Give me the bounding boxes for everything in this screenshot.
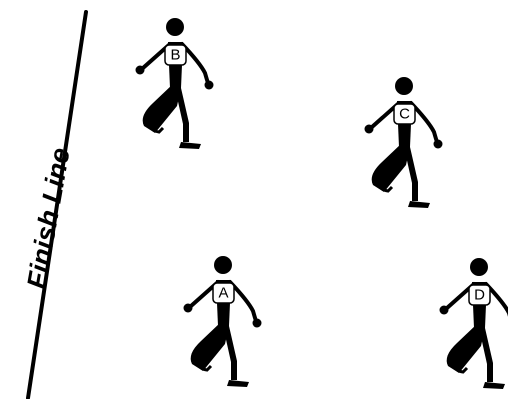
- runner-a-bib-label: A: [218, 285, 228, 302]
- runner-a: A: [184, 256, 262, 387]
- runner-d: D: [440, 258, 508, 389]
- runner-c: C: [365, 77, 443, 208]
- runner-b-bib-label: B: [170, 47, 180, 64]
- finish-line-label: Finish Line: [21, 145, 75, 291]
- runner-b: B: [136, 18, 214, 149]
- runner-c-bib-label: C: [399, 106, 410, 123]
- runner-d-bib-label: D: [474, 287, 485, 304]
